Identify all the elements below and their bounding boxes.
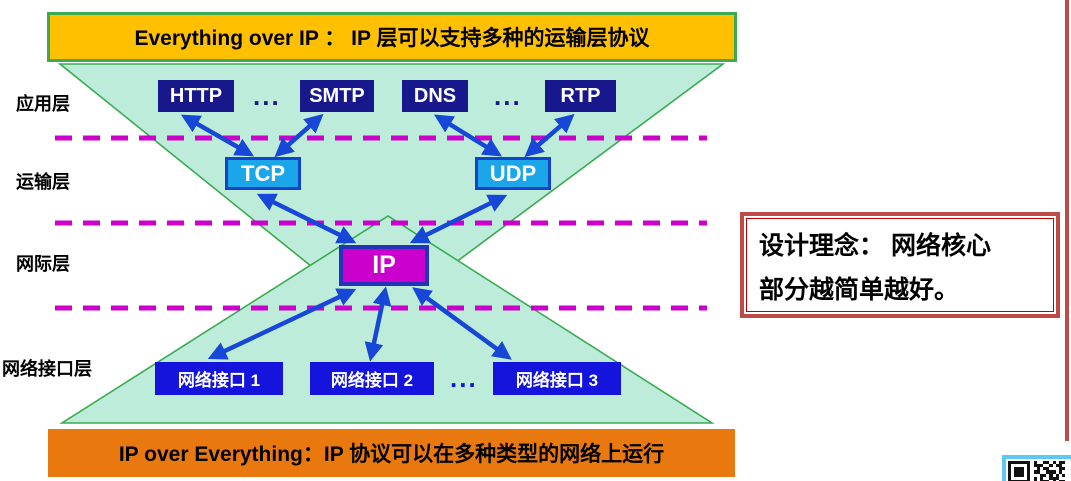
node-rtp: RTP [545, 80, 616, 112]
node-netif-3: 网络接口 3 [493, 362, 621, 395]
dots-netif: ... [450, 363, 478, 393]
design-note-line2: 部分越简单越好。 [759, 276, 960, 304]
bottom-banner: IP over Everything：IP 协议可以在多种类型的网络上运行 [48, 429, 735, 477]
protocol-arrow-7 [207, 288, 357, 360]
node-tcp: TCP [225, 157, 301, 190]
design-note-text: 设计理念： 网络核心 部分越简单越好。 [746, 218, 1054, 312]
qr-row-5 [1008, 473, 1071, 477]
layer-label-internet: 网际层 [16, 254, 70, 274]
qr-row-7 [1008, 479, 1071, 481]
qr-row-2 [1008, 463, 1071, 468]
node-dns: DNS [402, 80, 468, 112]
node-smtp: SMTP [300, 80, 374, 112]
layer-label-transport: 运输层 [16, 172, 70, 192]
protocol-arrow-3 [433, 114, 503, 157]
qr-row-6 [1008, 476, 1071, 480]
design-note-box: 设计理念： 网络核心 部分越简单越好。 [740, 212, 1060, 318]
node-netif-2: 网络接口 2 [310, 362, 434, 395]
protocol-arrow-6 [409, 194, 508, 244]
dots-app-left: ... [253, 81, 281, 111]
node-http: HTTP [158, 80, 234, 112]
node-netif-1: 网络接口 1 [155, 362, 283, 395]
layer-label-netif: 网络接口层 [2, 359, 92, 379]
top-banner: Everything over IP ： IP 层可以支持多种的运输层协议 [47, 12, 737, 62]
qr-code [1002, 455, 1071, 481]
dots-app-right: ... [494, 81, 522, 111]
protocol-arrow-1 [180, 114, 255, 157]
protocol-arrow-4 [524, 113, 575, 158]
layer-dashes-group [55, 135, 707, 311]
arrows-group [180, 113, 575, 362]
layer-label-application: 应用层 [16, 94, 70, 114]
node-udp: UDP [475, 157, 551, 190]
design-note-line1: 设计理念： 网络核心 [759, 232, 991, 260]
qr-row-3 [1008, 466, 1071, 471]
protocol-arrow-5 [256, 193, 357, 244]
qr-row-4 [1008, 470, 1071, 474]
protocol-arrow-2 [274, 113, 324, 158]
protocol-arrow-8 [364, 286, 392, 362]
slide-edge-red-line [1065, 0, 1069, 441]
qr-row-1 [1008, 460, 1071, 464]
node-ip: IP [339, 245, 429, 286]
protocol-arrow-9 [412, 287, 512, 360]
